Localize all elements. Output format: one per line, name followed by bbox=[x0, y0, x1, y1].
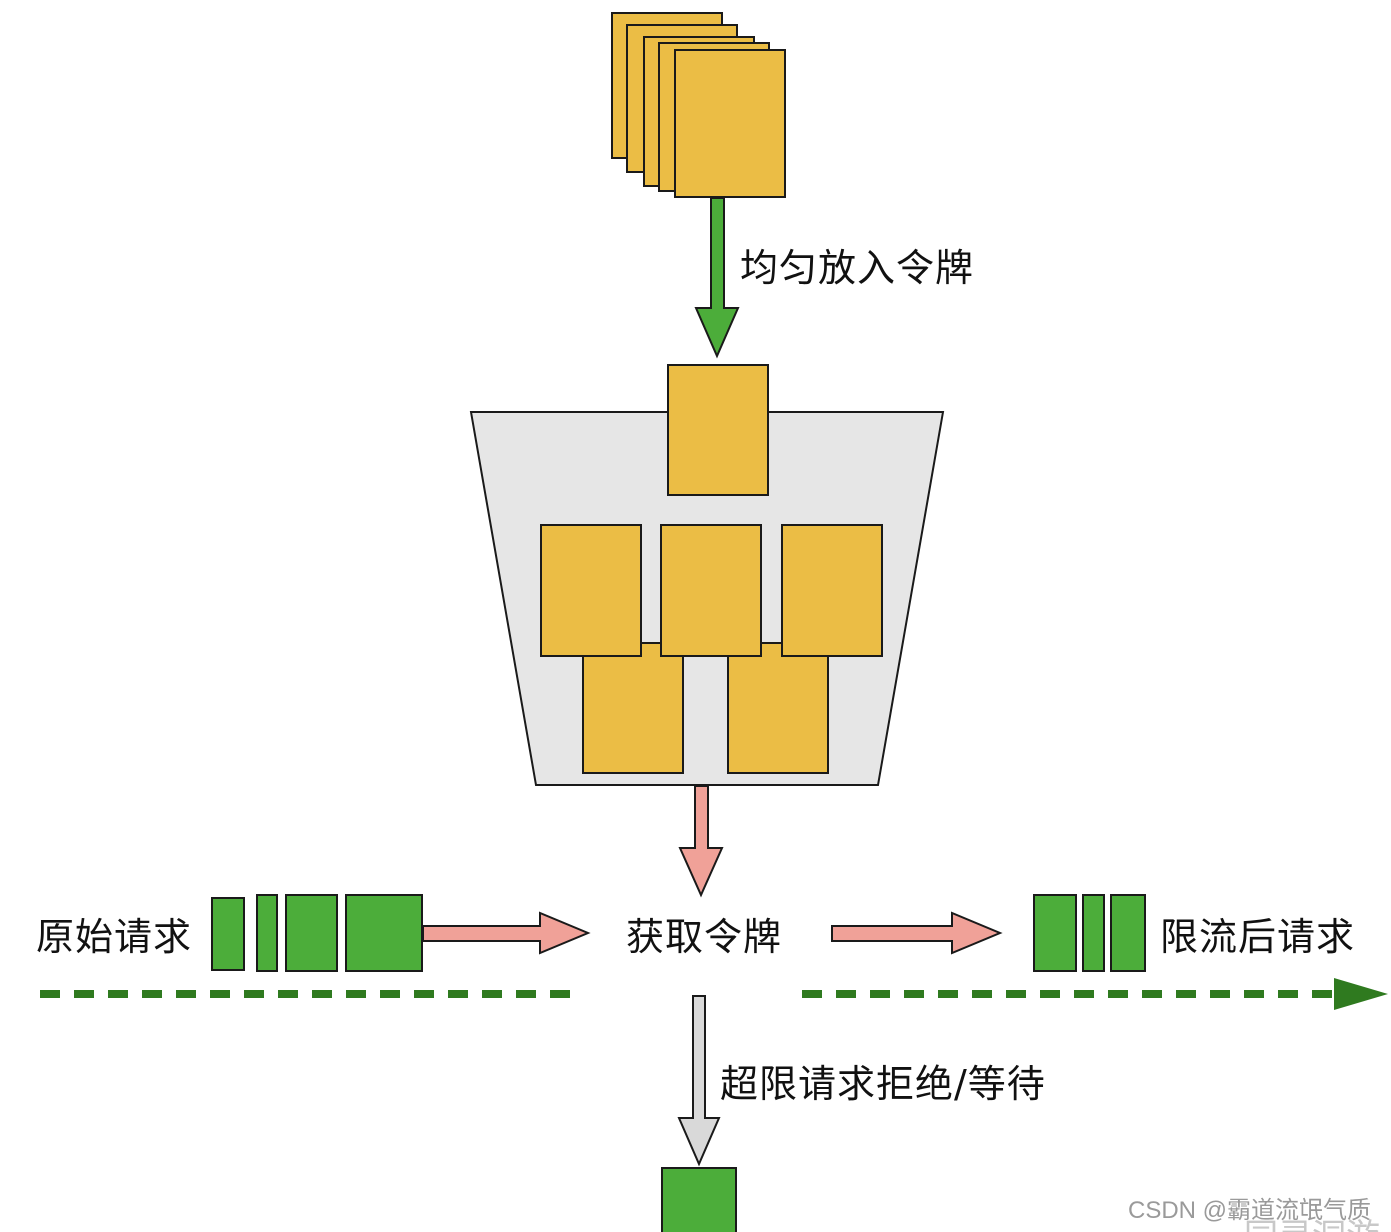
reject-arrow bbox=[677, 995, 721, 1167]
fill-arrow bbox=[694, 197, 740, 359]
bucket-tokens bbox=[540, 364, 883, 774]
original-requests-label: 原始请求 bbox=[36, 915, 192, 959]
get-token-arrow bbox=[678, 785, 724, 898]
watermark-ghost-text: 园灵洞游 bbox=[1244, 1217, 1380, 1232]
watermark-text: CSDN @霸道流氓气质 bbox=[1128, 1197, 1371, 1224]
limited-requests-label: 限流后请求 bbox=[1160, 915, 1355, 959]
source-token bbox=[674, 49, 786, 198]
fill-tokens-label: 均匀放入令牌 bbox=[740, 246, 974, 290]
request-block bbox=[285, 894, 338, 972]
bucket-token bbox=[660, 524, 762, 657]
request-block bbox=[1033, 894, 1077, 972]
bucket-token bbox=[540, 524, 642, 657]
original-requests bbox=[211, 894, 423, 972]
request-block bbox=[1082, 894, 1105, 972]
flow-arrow-in bbox=[422, 911, 591, 955]
request-block bbox=[1110, 894, 1146, 972]
reject-wait-label: 超限请求拒绝/等待 bbox=[720, 1062, 1046, 1106]
get-token-label: 获取令牌 bbox=[626, 915, 782, 959]
token-source-stack bbox=[611, 12, 786, 198]
request-block bbox=[211, 897, 245, 971]
rejected-request-block bbox=[661, 1167, 737, 1232]
request-block bbox=[256, 894, 278, 972]
bucket-token bbox=[667, 364, 769, 496]
bucket-token bbox=[781, 524, 883, 657]
flow-arrowhead bbox=[1334, 978, 1388, 1010]
request-block bbox=[345, 894, 423, 972]
bucket-token bbox=[582, 642, 684, 774]
bucket-token bbox=[727, 642, 829, 774]
flow-arrow-out bbox=[831, 911, 1003, 955]
limited-requests bbox=[1033, 894, 1146, 972]
